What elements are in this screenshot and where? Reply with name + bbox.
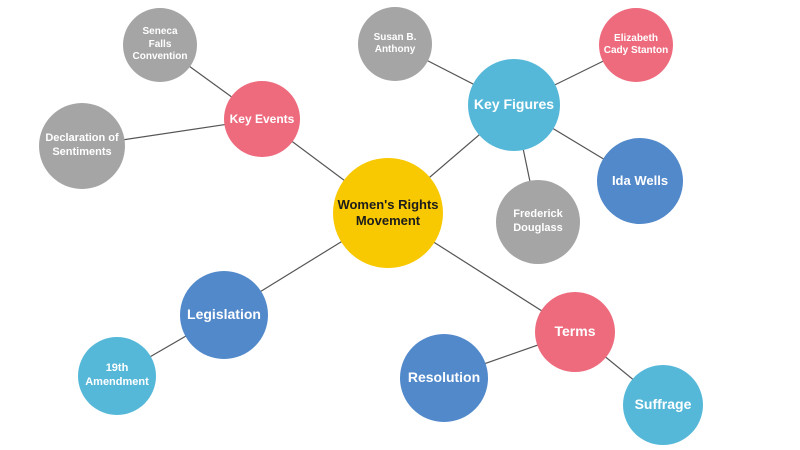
node-womens-rights-movement[interactable]: Women's Rights Movement [333,158,443,268]
node-19th-amendment[interactable]: 19th Amendment [78,337,156,415]
node-legislation[interactable]: Legislation [180,271,268,359]
node-ida-wells[interactable]: Ida Wells [597,138,683,224]
node-seneca-falls-convention[interactable]: Seneca Falls Convention [123,8,197,82]
node-declaration-of-sentiments[interactable]: Declaration of Sentiments [39,103,125,189]
node-key-figures[interactable]: Key Figures [468,59,560,151]
node-key-events[interactable]: Key Events [224,81,300,157]
node-resolution[interactable]: Resolution [400,334,488,422]
node-susan-b-anthony[interactable]: Susan B. Anthony [358,7,432,81]
node-suffrage[interactable]: Suffrage [623,365,703,445]
node-terms[interactable]: Terms [535,292,615,372]
node-frederick-douglass[interactable]: Frederick Douglass [496,180,580,264]
node-elizabeth-cady-stanton[interactable]: Elizabeth Cady Stanton [599,8,673,82]
